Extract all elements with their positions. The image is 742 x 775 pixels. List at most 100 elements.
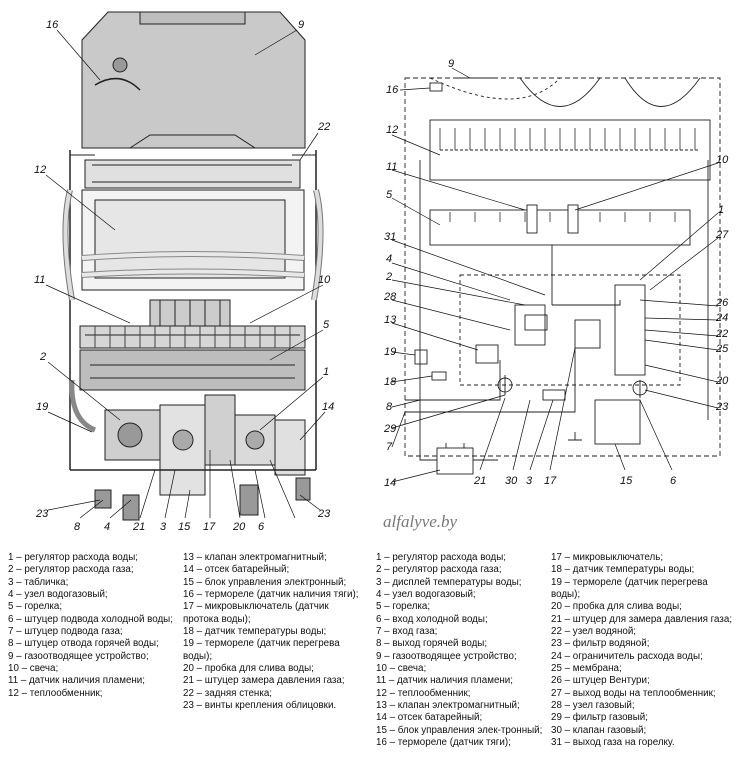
legend-item: 14 – отсек батарейный;	[376, 712, 483, 724]
callout-label: 6	[670, 475, 677, 487]
callout-label: 7	[386, 441, 393, 453]
legend-item: 8 – выход горячей воды;	[376, 638, 488, 650]
legend-item: 8 – штуцер отвода горячей воды;	[8, 638, 159, 650]
callout-label: 5	[323, 319, 330, 331]
callout-label: 23	[35, 508, 49, 520]
legend-item: 30 – клапан газовый;	[551, 724, 647, 736]
watermark: alfalyve.by	[383, 512, 458, 531]
callout-label: 2	[385, 271, 392, 283]
callout-label: 15	[620, 475, 633, 487]
legend-item: 21 – штуцер замера давления газа;	[183, 675, 345, 687]
callout-label: 29	[383, 423, 396, 435]
legend-item: 19 – термореле (датчик перегрева воды);	[551, 576, 708, 601]
right-callout-labels: 9 16 12 11 10 5 1 27 31 4 2 28 26 24 13 …	[383, 58, 729, 489]
legend-item: 11 – датчик наличия пламени;	[376, 675, 513, 687]
legend-item: 1 – регулятор расхода воды;	[376, 552, 507, 563]
legend-item: 6 – вход холодной воды;	[376, 613, 488, 625]
legend-item: 23 – винты крепления облицовки.	[183, 700, 337, 712]
callout-label: 9	[298, 19, 304, 31]
callout-label: 31	[384, 231, 396, 243]
left-callout-labels: 16 9 22 12 11 10 5 2 1 19 14 23 8 4 21 3…	[34, 19, 334, 533]
callout-label: 25	[715, 343, 729, 355]
functional-schematic	[404, 77, 721, 475]
legend-item: 18 – датчик температуры воды;	[183, 626, 327, 638]
callout-label: 26	[715, 297, 729, 309]
callout-label: 6	[258, 521, 265, 533]
legend-item: 13 – клапан электромагнитный;	[376, 700, 520, 712]
callout-label: 9	[448, 58, 454, 70]
callout-label: 21	[473, 475, 486, 487]
legend-right-col3: 1 – регулятор расхода воды; 2 – регулято…	[376, 552, 548, 750]
legend-item: 2 – регулятор расхода газа;	[8, 564, 134, 576]
legend-item: 5 – горелка;	[376, 601, 431, 613]
callout-label: 22	[715, 328, 728, 340]
legend-item: 31 – выход газа на горелку.	[551, 737, 675, 749]
legend-item: 20 – пробка для слива воды;	[183, 663, 314, 675]
legend-item: 28 – узел газовый;	[551, 700, 635, 712]
callout-label: 21	[132, 521, 145, 533]
legend-item: 24 – ограничитель расхода воды;	[551, 650, 703, 662]
legend-item: 7 – вход газа;	[376, 626, 438, 638]
legend-item: 29 – фильтр газовый;	[551, 712, 649, 724]
callout-label: 28	[383, 291, 397, 303]
diagram-canvas: 16 9 22 12 11 10 5 2 1 19 14 23 8 4 21 3…	[34, 11, 729, 533]
legend-right-col4: 17 – микровыключатель; 18 – датчик темпе…	[551, 552, 736, 750]
callout-label: 15	[178, 521, 191, 533]
legend-item: 3 – табличка;	[8, 576, 69, 588]
callout-label: 4	[386, 253, 392, 265]
legend-item: 7 – штуцер подвода газа;	[8, 626, 123, 638]
legend-item: 15 – блок управления элек-тронный;	[376, 724, 543, 736]
callout-label: 20	[232, 521, 246, 533]
callout-label: 4	[104, 521, 110, 533]
legend-item: 9 – газоотводящее устройство;	[8, 650, 149, 662]
legend-item: 12 – теплообменник;	[8, 687, 103, 699]
legend-item: 10 – свеча;	[8, 663, 59, 675]
legend-item: 26 – штуцер Вентури;	[551, 675, 650, 687]
legend-item: 18 – датчик температуры воды;	[551, 564, 695, 576]
callout-label: 19	[36, 401, 48, 413]
callout-label: 5	[386, 189, 393, 201]
callout-label: 14	[322, 401, 334, 413]
legend-item: 14 – отсек батарейный;	[183, 564, 290, 576]
legend-item: 12 – теплообменник;	[376, 687, 471, 699]
callout-label: 12	[386, 124, 398, 136]
legend-item: 19 – термореле (датчик перегрева воды);	[183, 638, 340, 662]
legend-item: 13 – клапан электромагнитный;	[183, 552, 327, 563]
legend-item: 3 – дисплей температуры воды;	[376, 576, 522, 588]
legend-left-col1: 1 – регулятор расхода воды; 2 – регулято…	[8, 552, 180, 700]
legend-item: 23 – фильтр водяной;	[551, 638, 650, 650]
legend-item: 5 – горелка;	[8, 601, 63, 613]
callout-label: 8	[74, 521, 81, 533]
legend-item: 17 – микровыключатель;	[551, 552, 664, 563]
legend-item: 22 – узел водяной;	[551, 626, 637, 638]
callout-label: 24	[715, 312, 728, 324]
callout-label: 18	[384, 376, 397, 388]
callout-label: 12	[34, 164, 46, 176]
legend-item: 21 – штуцер для замера давления газа;	[551, 613, 733, 625]
legend-item: 27 – выход воды на теплообменник;	[551, 687, 716, 699]
legend-item: 15 – блок управления электронный;	[183, 576, 347, 588]
legend-item: 25 – мембрана;	[551, 663, 622, 675]
legend-item: 22 – задняя стенка;	[183, 687, 272, 699]
legend-item: 16 – термореле (датчик тяги);	[376, 737, 511, 749]
legend-item: 4 – узел водогазовый;	[376, 589, 476, 601]
callout-label: 22	[317, 121, 330, 133]
legend-item: 9 – газоотводящее устройство;	[376, 650, 517, 662]
callout-label: 3	[526, 475, 533, 487]
callout-label: 2	[39, 351, 46, 363]
heater-assembly-drawing	[62, 11, 324, 521]
legend-item: 1 – регулятор расхода воды;	[8, 552, 139, 563]
callout-label: 27	[715, 229, 729, 241]
legend-item: 16 – термореле (датчик наличия тяги);	[183, 589, 359, 601]
callout-label: 11	[386, 161, 397, 173]
legend-item: 20 – пробка для слива воды;	[551, 601, 682, 613]
callout-label: 14	[384, 477, 396, 489]
callout-label: 1	[718, 204, 724, 216]
callout-label: 23	[715, 401, 729, 413]
legend-item: 4 – узел водогазовый;	[8, 589, 108, 601]
legend-left-col2: 13 – клапан электромагнитный; 14 – отсек…	[183, 552, 366, 712]
callout-label: 3	[160, 521, 167, 533]
legend-item: 2 – регулятор расхода газа;	[376, 564, 502, 576]
callout-label: 8	[386, 401, 393, 413]
callout-label: 10	[318, 274, 331, 286]
